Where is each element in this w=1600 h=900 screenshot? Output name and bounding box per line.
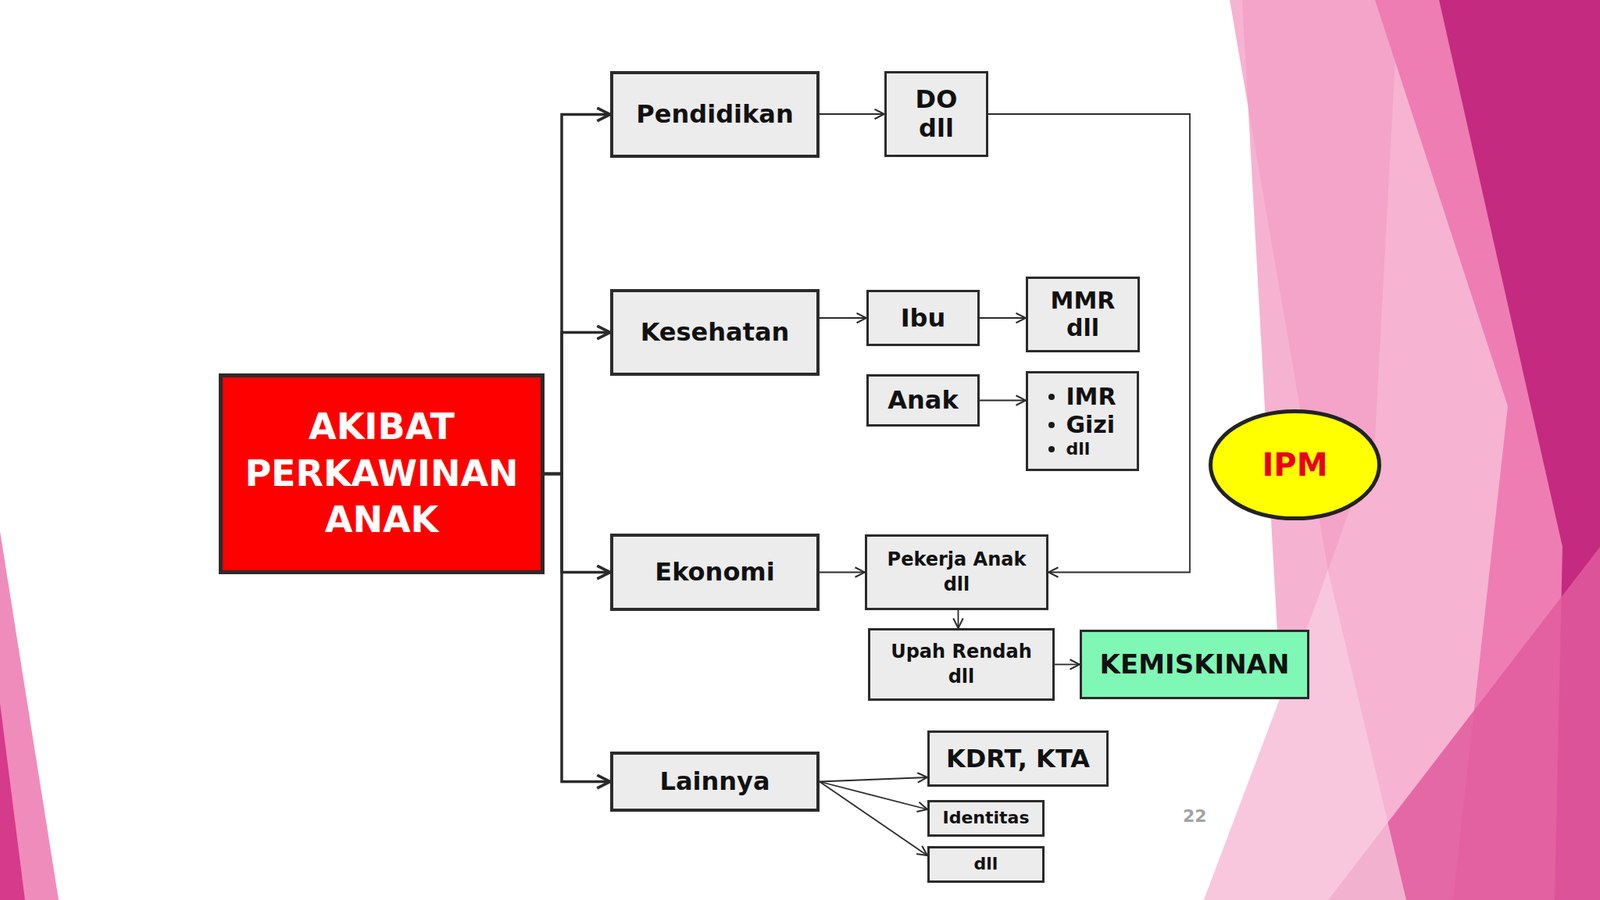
flow-arrow (819, 777, 928, 783)
node-text: Gizi (1065, 410, 1115, 440)
flow-arrow (957, 610, 960, 629)
text-holder: Lainnya (660, 766, 771, 797)
node-text: IMR (1065, 382, 1116, 411)
text-holder: Anak (887, 385, 958, 415)
effect-box: Upah Rendah dll (867, 628, 1055, 701)
flow-arrow (819, 782, 928, 811)
node-text: Anak (887, 385, 958, 415)
branch-arrow (544, 474, 611, 783)
effect-box: DO dll (884, 71, 989, 158)
text-holder: Pendidikan (635, 99, 793, 129)
node-text: IPM (1261, 446, 1328, 484)
flow-arrow (819, 571, 865, 574)
flow-arrow (1054, 664, 1080, 666)
ellipse-shape (1210, 410, 1380, 518)
node-text: MMR dll (1047, 287, 1118, 342)
page-number: 22 (1182, 806, 1208, 826)
node-text: Ekonomi (654, 557, 775, 587)
pink-band (0, 531, 59, 900)
text-holder: MMR dll (1047, 287, 1118, 342)
text-holder: KDRT, KTA (946, 743, 1090, 774)
node-text: DO dll (907, 85, 966, 143)
category-box: Pendidikan (610, 71, 820, 158)
node-text: Kesehatan (640, 317, 790, 347)
text-holder: Identitas (942, 807, 1029, 829)
pink-band (1203, 571, 1407, 900)
text-holder: AKIBAT PERKAWINAN ANAK (235, 403, 529, 544)
list-item: Gizi (1048, 410, 1116, 440)
category-box: Ekonomi (610, 533, 820, 611)
list-item: IMR (1048, 382, 1116, 411)
flow-arrow (819, 317, 867, 319)
branch-arrow (544, 114, 611, 475)
subject-box: Ibu (866, 289, 980, 347)
branch-arrow (544, 474, 611, 573)
flow-arrow (819, 113, 885, 115)
bullet-dot (1048, 421, 1055, 429)
subject-box: Anak (866, 374, 980, 427)
effect-box: Identitas (927, 800, 1045, 837)
node-text: KEMISKINAN (1100, 648, 1290, 681)
flow-arrow (979, 317, 1026, 319)
node-text: AKIBAT PERKAWINAN ANAK (235, 403, 529, 544)
node-text: Upah Rendah dll (879, 639, 1044, 689)
pink-band (1203, 0, 1600, 900)
effect-list-box: IMRGizidll (1025, 371, 1140, 472)
flow-arrow (979, 400, 1026, 402)
node-text: Identitas (942, 807, 1029, 829)
flow-arrow (988, 114, 1190, 573)
bullet-dot (1048, 446, 1055, 453)
effect-box: MMR dll (1025, 276, 1140, 353)
node-text: Ibu (900, 303, 947, 333)
node-text: Pendidikan (635, 99, 793, 129)
node-text: dll (1065, 439, 1090, 460)
pink-band (0, 703, 25, 900)
text-holder: DO dll (907, 85, 966, 143)
node-text: Lainnya (660, 766, 771, 797)
text-holder: Ekonomi (654, 557, 775, 587)
text-holder: IMRGizidll (1048, 382, 1116, 460)
effect-box: dll (927, 846, 1045, 883)
effect-box: KDRT, KTA (927, 730, 1109, 787)
text-holder: KEMISKINAN (1100, 648, 1290, 681)
text-holder: dll (974, 853, 999, 875)
text-holder: Upah Rendah dll (879, 639, 1044, 689)
ipm-ellipse: IPM (1207, 407, 1383, 522)
branch-arrow (544, 332, 611, 475)
outcome-box: KEMISKINAN (1079, 629, 1310, 700)
list-item: dll (1048, 439, 1116, 460)
node-text: dll (974, 853, 999, 875)
text-holder: IPM (1261, 446, 1328, 484)
bullet-dot (1048, 393, 1055, 400)
category-box: Lainnya (610, 751, 820, 812)
flow-arrow (819, 782, 928, 857)
text-holder: Kesehatan (640, 317, 790, 347)
node-text: KDRT, KTA (946, 743, 1090, 774)
text-holder: Pekerja Anak dll (875, 547, 1039, 597)
effect-box: Pekerja Anak dll (864, 534, 1049, 611)
category-box: Kesehatan (610, 289, 820, 376)
node-text: Pekerja Anak dll (875, 547, 1039, 597)
text-holder: Ibu (900, 303, 947, 333)
root-box: AKIBAT PERKAWINAN ANAK (218, 373, 545, 575)
